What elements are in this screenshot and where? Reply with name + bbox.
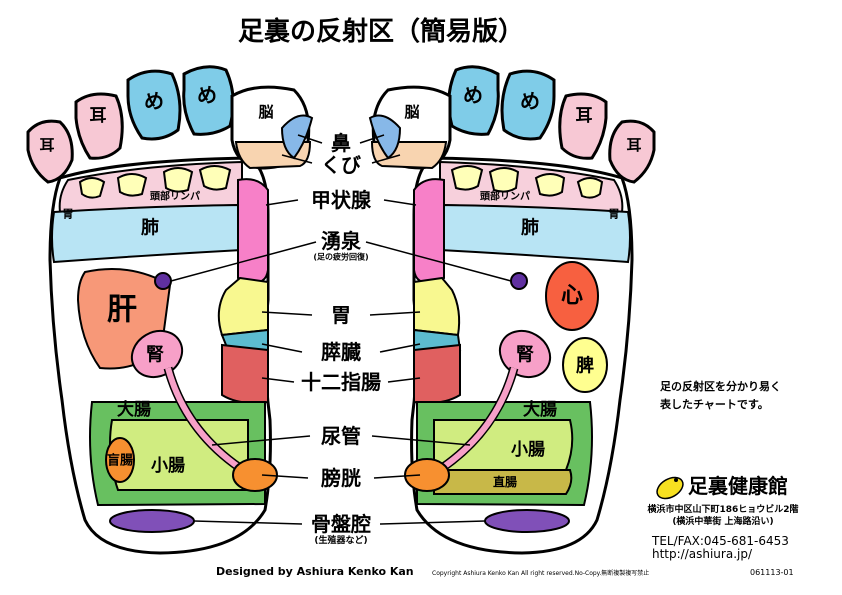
reproductive-sub-label: (生殖器など): [314, 534, 367, 546]
left-eye-2-label: め: [197, 83, 217, 107]
left-foot: [26, 65, 314, 555]
spleen-label: 脾: [576, 355, 594, 377]
right-toe-ear: [558, 92, 608, 160]
left-toes: [26, 65, 314, 184]
stomach-label: 胃: [331, 303, 351, 327]
left-ear-small-label: 耳: [39, 136, 54, 154]
left-kidney-label: 腎: [146, 345, 164, 366]
right-toe-base: [450, 165, 604, 199]
right-heart: [545, 261, 599, 331]
company-address-1: 横浜市中区山下町186ヒョウビル2階: [647, 503, 798, 515]
left-toe-eye-1: [126, 69, 182, 141]
right-large-intestine-label: 大腸: [523, 399, 557, 420]
company-url[interactable]: http://ashiura.jp/: [652, 547, 753, 561]
left-yusen-dot: [154, 272, 172, 290]
left-bladder: [232, 458, 278, 492]
note-line-2: 表したチャートです。: [659, 397, 769, 411]
thyroid-label: 甲状腺: [311, 188, 372, 212]
note-line-1: 足の反射区を分かり易く: [660, 379, 781, 393]
left-toe-ear: [74, 92, 124, 160]
mascot-icon: [656, 476, 684, 500]
company-tel: TEL/FAX:045-681-6453: [651, 534, 789, 548]
right-kidney-label: 腎: [516, 345, 534, 366]
leader-lines: [170, 134, 512, 525]
right-toe-eye-1: [500, 69, 556, 141]
right-toe-ear-small: [608, 119, 656, 184]
left-toe-eye-2: [182, 65, 235, 136]
reproductive-label: 骨盤腔: [311, 512, 371, 536]
right-lung-band: [439, 203, 631, 264]
right-rectum: [433, 469, 573, 495]
left-brain-label: 脳: [258, 103, 273, 121]
heart-label: 心: [561, 284, 583, 309]
right-stomach-small-label: 胃: [609, 208, 620, 221]
right-bladder: [404, 458, 450, 492]
yusen-sub-label: (足の疲労回復): [313, 252, 368, 262]
neck-label: くび: [321, 153, 362, 177]
left-duodenum: [221, 343, 269, 405]
appendix-label: 盲腸: [107, 453, 133, 469]
copyright: Copyright Ashiura Kenko Kan All right re…: [432, 569, 649, 577]
left-nose: [280, 114, 314, 160]
left-stomach-small-label: 胃: [63, 208, 74, 221]
left-small-intestine-label: 小腸: [151, 456, 185, 476]
page-title: 足裏の反射区（簡易版）: [238, 16, 524, 47]
left-ear-label: 耳: [90, 106, 107, 126]
left-large-intestine-label: 大腸: [117, 399, 151, 420]
right-toe-eye-2: [447, 65, 500, 136]
right-ear-label: 耳: [576, 106, 593, 126]
company-name: 足裏健康館: [688, 474, 788, 498]
right-toes: [368, 65, 656, 184]
right-thyroid: [413, 178, 445, 284]
right-foot: [368, 65, 656, 555]
rectum-label: 直腸: [493, 474, 517, 489]
right-duodenum: [413, 343, 461, 405]
bladder-label: 膀胱: [320, 466, 361, 490]
left-thyroid: [237, 178, 269, 284]
right-lymph-label: 頭部リンパ: [480, 190, 530, 203]
left-reproductive: [109, 509, 195, 533]
duodenum-label: 十二指腸: [301, 370, 381, 394]
left-lymph-label: 頭部リンパ: [150, 190, 200, 203]
left-eye-1-label: め: [144, 89, 164, 113]
left-lung-label: 肺: [141, 218, 159, 239]
right-yusen-dot: [510, 272, 528, 290]
left-appendix: [105, 437, 135, 483]
left-lung-band: [51, 203, 243, 264]
company-address-2: (横浜中華街 上海路沿い): [672, 515, 773, 527]
right-nose: [368, 114, 402, 160]
left-toe-ear-small: [26, 119, 74, 184]
ureter-label: 尿管: [321, 424, 361, 448]
designed-by: Designed by Ashiura Kenko Kan: [216, 565, 414, 578]
right-small-intestine-label: 小腸: [511, 440, 545, 460]
right-lung-label: 肺: [521, 218, 539, 239]
right-spleen: [562, 337, 608, 393]
right-eye-2-label: め: [463, 83, 483, 107]
company-logo: [656, 476, 684, 500]
nose-label: 鼻: [331, 131, 351, 155]
right-brain-label: 脳: [404, 103, 419, 121]
right-reproductive: [484, 509, 570, 533]
right-eye-1-label: め: [520, 89, 540, 113]
pancreas-label: 膵臓: [321, 340, 361, 364]
left-toe-base: [78, 165, 232, 199]
doc-code: 061113-01: [750, 568, 794, 577]
liver-label: 肝: [107, 293, 137, 328]
yusen-label: 湧泉: [321, 229, 362, 253]
right-ear-small-label: 耳: [626, 136, 641, 154]
